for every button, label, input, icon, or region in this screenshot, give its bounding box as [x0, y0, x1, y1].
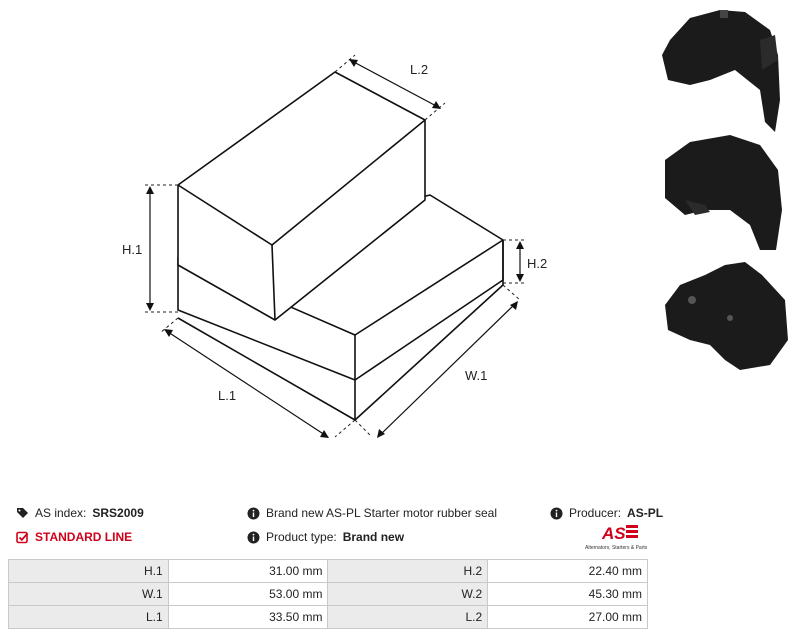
as-index-label: AS index: [35, 506, 87, 520]
product-info: AS index: SRS2009 STANDARD LINE Brand ne… [0, 500, 800, 560]
label-w1: W.1 [465, 368, 487, 383]
info-icon [247, 507, 260, 520]
dim-value: 45.30 mm [487, 582, 648, 606]
label-l2: L.2 [410, 62, 428, 77]
dim-key: L.1 [8, 605, 169, 629]
rubber-seal-photo-bottom [665, 262, 788, 370]
table-row: L.1 33.50 mm L.2 27.00 mm [8, 605, 648, 629]
dim-value: 22.40 mm [487, 559, 648, 583]
dimensions-table: H.1 31.00 mm H.2 22.40 mm W.1 53.00 mm W… [8, 559, 648, 629]
product-type-value: Brand new [342, 530, 405, 544]
producer-value: AS-PL [627, 506, 664, 520]
producer-label: Producer: [569, 506, 622, 520]
as-index-value: SRS2009 [92, 506, 144, 520]
dim-key: W.2 [327, 582, 489, 606]
as-pl-logo: AS Alternators, Starters & Parts [582, 522, 652, 554]
table-row: W.1 53.00 mm W.2 45.30 mm [8, 582, 648, 606]
rubber-seal-photo-middle [665, 135, 782, 250]
product-photos [662, 10, 788, 370]
logo-text: AS [601, 524, 626, 543]
product-type-label: Product type: [266, 530, 337, 544]
producer: Producer: AS-PL [550, 506, 663, 520]
dim-value: 31.00 mm [167, 559, 329, 583]
product-type: Product type: Brand new [247, 530, 404, 544]
label-h1: H.1 [122, 242, 142, 257]
standard-line-label: STANDARD LINE [35, 530, 133, 544]
dim-key: H.2 [327, 559, 489, 583]
dim-key: H.1 [8, 559, 169, 583]
dim-key: W.1 [8, 582, 169, 606]
description: Brand new AS-PL Starter motor rubber sea… [247, 506, 497, 520]
tags-icon [16, 507, 29, 520]
logo-tagline: Alternators, Starters & Parts [585, 545, 648, 551]
standard-line: STANDARD LINE [16, 530, 132, 544]
label-l1: L.1 [218, 388, 236, 403]
checkbox-checked-icon [16, 531, 29, 544]
table-row: H.1 31.00 mm H.2 22.40 mm [8, 559, 648, 583]
dim-key: L.2 [327, 605, 489, 629]
dim-value: 33.50 mm [167, 605, 329, 629]
info-icon [247, 531, 260, 544]
info-icon [550, 507, 563, 520]
dim-value: 53.00 mm [167, 582, 329, 606]
description-text: Brand new AS-PL Starter motor rubber sea… [266, 506, 497, 520]
as-index: AS index: SRS2009 [16, 506, 144, 520]
dimension-drawing: L.2 H.1 H.2 W.1 L.1 [122, 54, 547, 438]
rubber-seal-photo-top [662, 10, 780, 132]
label-h2: H.2 [527, 256, 547, 271]
dim-value: 27.00 mm [487, 605, 648, 629]
